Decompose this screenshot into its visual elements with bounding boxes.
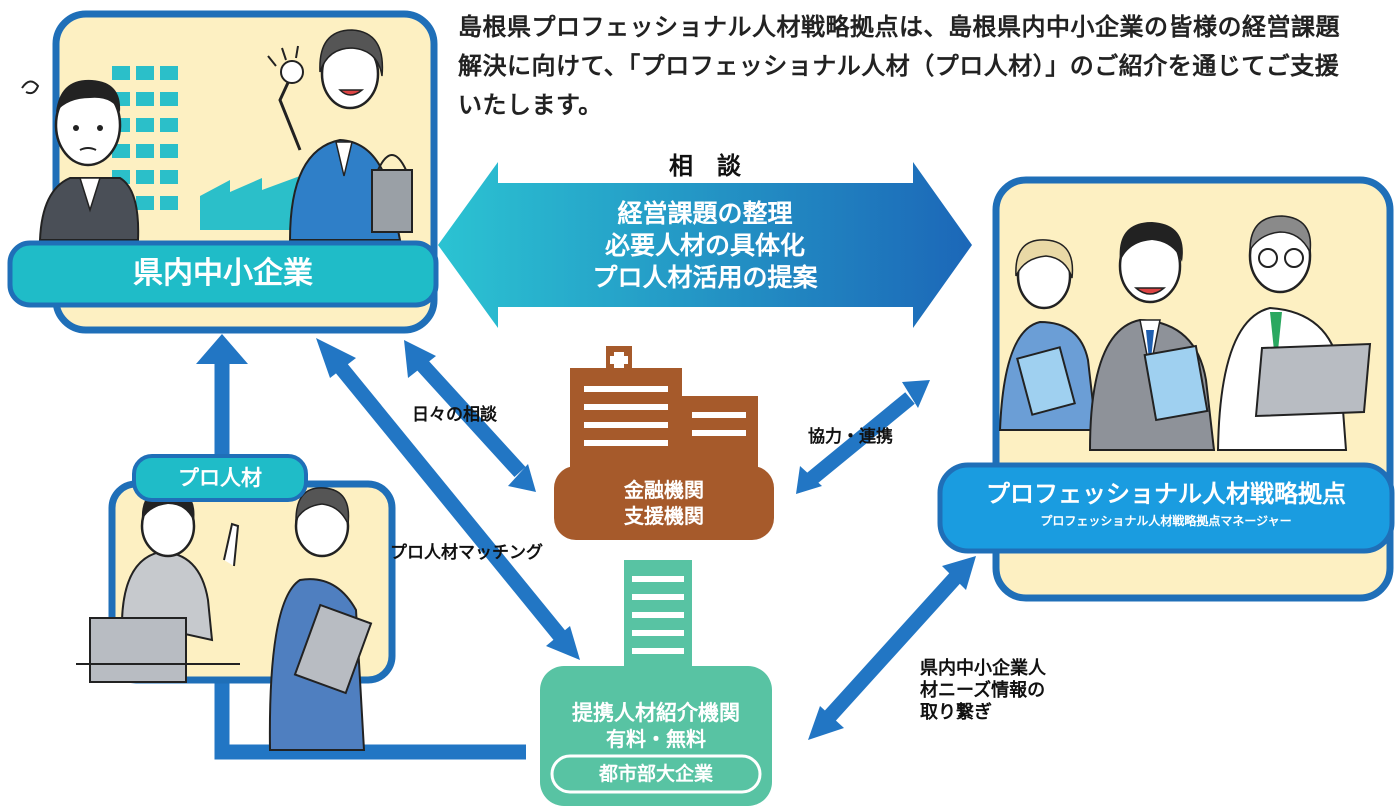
edge-label-coop: 協力・連携 xyxy=(808,427,893,447)
hub-subtitle: プロフェッショナル人材戦略拠点マネージャー xyxy=(1040,514,1292,528)
pro-talent-panel xyxy=(76,454,396,751)
agency-building-icon xyxy=(540,560,772,806)
edge-label-needs-1: 県内中小企業人 xyxy=(920,658,1046,679)
finance-label-2: 支援機関 xyxy=(624,504,704,528)
intro-text: 島根県プロフェッショナル人材戦略拠点は、島根県内中小企業の皆様の経営課題解決に向… xyxy=(458,13,1340,119)
consult-arrow xyxy=(438,162,972,328)
edge-label-daily: 日々の相談 xyxy=(412,405,497,425)
worried-man-illustration xyxy=(21,79,140,241)
cheering-woman-illustration xyxy=(267,29,413,241)
agency-pill-label: 都市部大企業 xyxy=(598,763,713,785)
pro-talent-illustration xyxy=(76,487,373,751)
hub-panel xyxy=(937,176,1395,602)
pro-talent-label: プロ人材 xyxy=(178,466,262,490)
connector-arrows xyxy=(214,352,961,760)
consult-line-3: プロ人材活用の提案 xyxy=(592,263,818,292)
professionals-illustration xyxy=(998,215,1372,451)
agency-label-2: 有料・無料 xyxy=(606,727,706,751)
agency-label-1: 提携人材紹介機関 xyxy=(572,701,740,725)
edge-label-matching: プロ人材マッチング xyxy=(390,543,543,563)
arrowheads xyxy=(196,334,976,740)
finance-label-1: 金融機関 xyxy=(624,478,704,502)
finance-building-icon xyxy=(554,346,774,540)
hub-title: プロフェッショナル人材戦略拠点 xyxy=(986,480,1346,508)
edge-label-needs-2: 材ニーズ情報の xyxy=(920,680,1046,701)
sme-label: 県内中小企業 xyxy=(133,256,313,291)
edge-label-needs-3: 取り繋ぎ xyxy=(920,702,992,723)
sme-panel xyxy=(7,10,439,334)
consult-title: 相 談 xyxy=(669,152,741,180)
consult-line-2: 必要人材の具体化 xyxy=(604,231,805,260)
consult-line-1: 経営課題の整理 xyxy=(617,199,793,228)
